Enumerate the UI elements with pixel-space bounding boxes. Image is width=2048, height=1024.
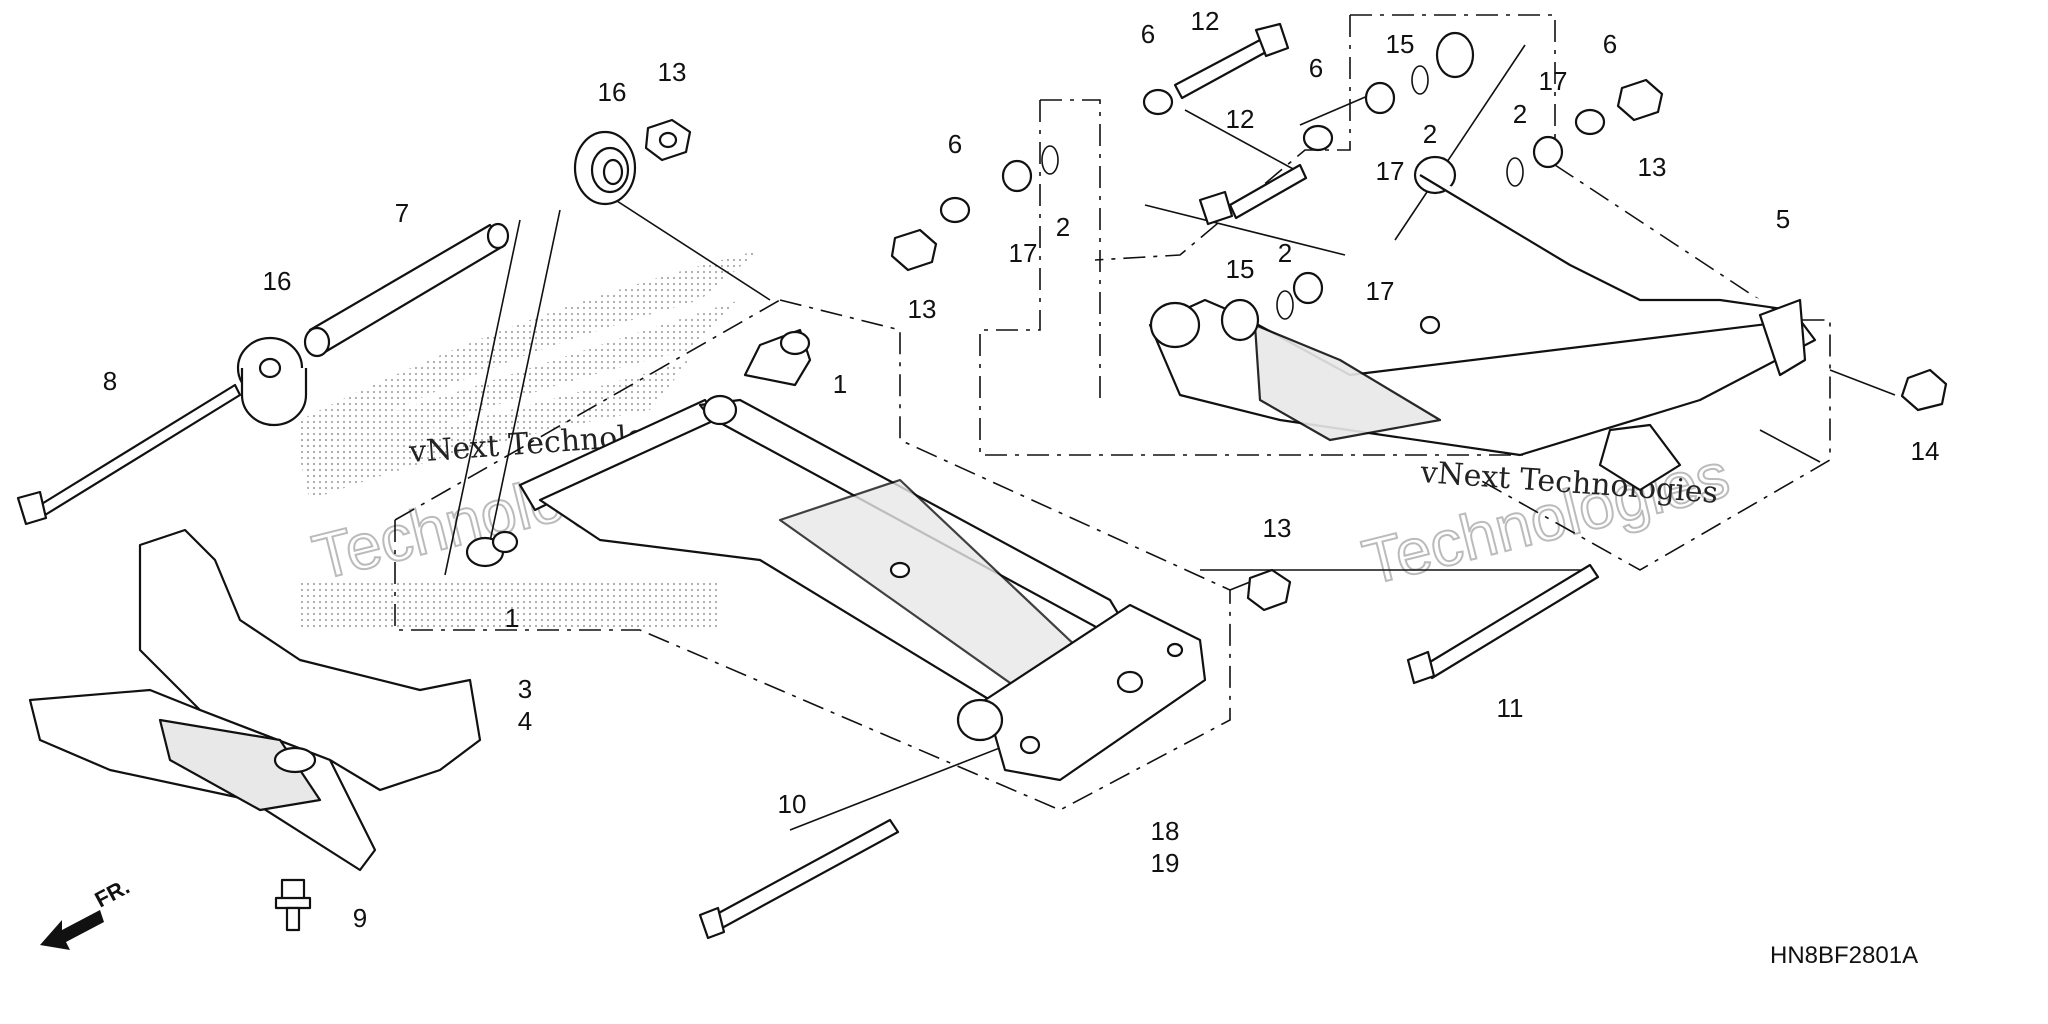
honda-wing-watermark <box>300 250 760 630</box>
collar-6-b <box>939 196 971 224</box>
callout-2c: 2 <box>1423 119 1437 149</box>
front-label: FR. <box>91 874 134 913</box>
diagram-code: HN8BF2801A <box>1770 942 1918 969</box>
callout-19: 19 <box>1151 848 1180 878</box>
callout-17b: 17 <box>1376 156 1405 186</box>
bolt-12-top <box>1173 22 1290 100</box>
bushing-15-top <box>1435 31 1475 79</box>
callout-6a: 6 <box>1141 19 1155 49</box>
nut-13-mid <box>890 228 938 272</box>
callout-14: 14 <box>1911 436 1940 466</box>
callout-6d: 6 <box>1603 29 1617 59</box>
callout-16b: 16 <box>263 266 292 296</box>
callout-5: 5 <box>1776 204 1790 234</box>
seal-16-upper <box>573 130 637 206</box>
collar-6-a <box>1142 88 1174 116</box>
callout-2d: 2 <box>1513 99 1527 129</box>
callout-1b: 1 <box>505 603 519 633</box>
callout-13b: 13 <box>908 294 937 324</box>
bushing-1-upper <box>743 328 812 387</box>
callout-6c: 6 <box>1309 53 1323 83</box>
callout-6b: 6 <box>948 129 962 159</box>
callout-15b: 15 <box>1226 254 1255 284</box>
callout-9: 9 <box>353 903 367 933</box>
nut-13-top-left <box>644 118 692 162</box>
callout-2a: 2 <box>1056 212 1070 242</box>
callout-10: 10 <box>778 789 807 819</box>
o-ring-2-set <box>1041 65 1524 320</box>
callouts: 1 1 2 2 2 2 3 4 5 6 6 6 6 7 8 9 10 11 12… <box>103 6 1940 933</box>
callout-15a: 15 <box>1386 29 1415 59</box>
callout-13c: 13 <box>1263 513 1292 543</box>
callout-13d: 13 <box>1638 152 1667 182</box>
collar-7 <box>303 222 510 358</box>
callout-8: 8 <box>103 366 117 396</box>
bolt-12-mid <box>1198 163 1308 226</box>
bushing-1-lower <box>465 530 519 568</box>
nut-13-right <box>1616 78 1664 122</box>
collar-6-d <box>1574 108 1606 136</box>
bolt-8 <box>16 383 242 526</box>
callout-7: 7 <box>395 198 409 228</box>
bolt-11 <box>1406 563 1600 685</box>
front-arrow-icon <box>40 910 104 950</box>
callout-13a: 13 <box>658 57 687 87</box>
callout-17a: 17 <box>1009 238 1038 268</box>
nut-14 <box>1900 368 1948 412</box>
callout-18: 18 <box>1151 816 1180 846</box>
bushing-15-lower <box>1220 298 1260 342</box>
callout-16a: 16 <box>598 77 627 107</box>
bushing-16-lower <box>236 336 308 427</box>
bolt-9 <box>274 878 312 932</box>
callout-17d: 17 <box>1539 66 1568 96</box>
callout-12b: 12 <box>1226 104 1255 134</box>
bushing-17-set <box>1001 81 1564 305</box>
callout-1a: 1 <box>833 369 847 399</box>
callout-12a: 12 <box>1191 6 1220 36</box>
callout-11: 11 <box>1497 693 1524 723</box>
swingarm-18-19 <box>518 394 1207 782</box>
bolt-10 <box>698 818 900 940</box>
callout-3: 3 <box>518 674 532 704</box>
nut-13-center <box>1246 568 1292 612</box>
collar-6-c <box>1302 124 1334 152</box>
skid-plate-3-4 <box>28 528 482 872</box>
callout-17c: 17 <box>1366 276 1395 306</box>
leader-lines <box>444 44 1896 831</box>
callout-2b: 2 <box>1278 238 1292 268</box>
callout-4: 4 <box>518 706 532 736</box>
